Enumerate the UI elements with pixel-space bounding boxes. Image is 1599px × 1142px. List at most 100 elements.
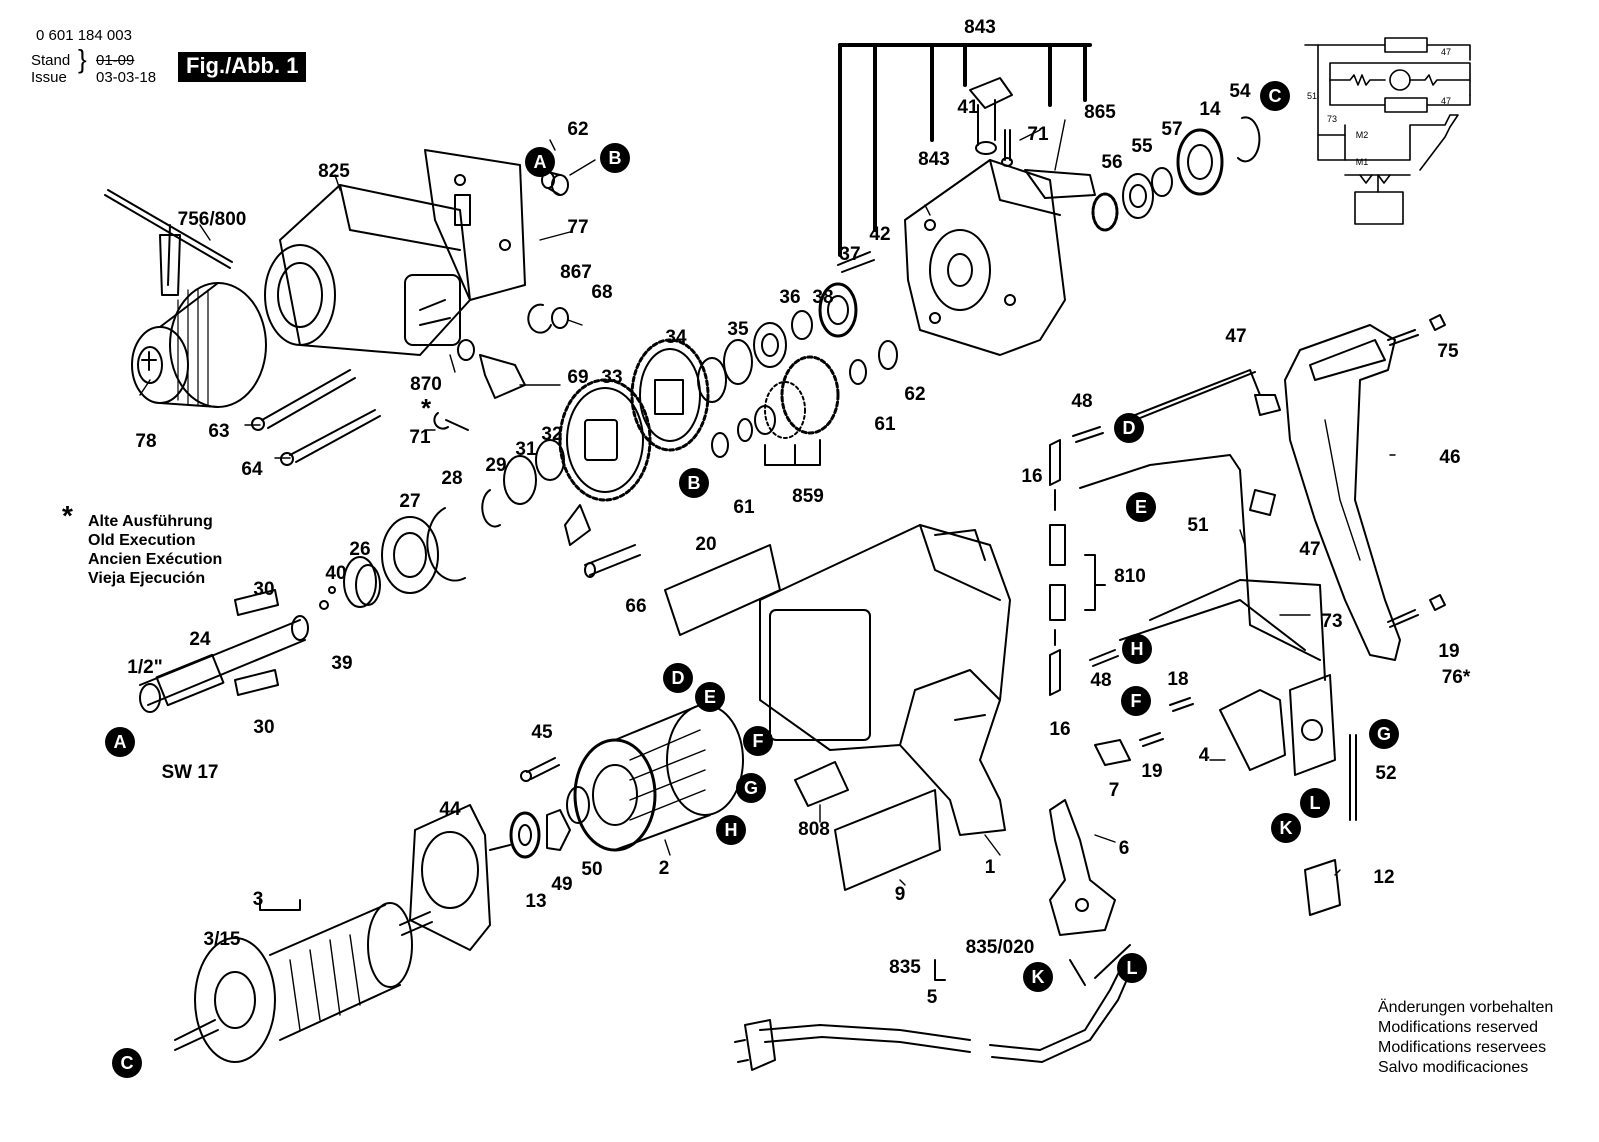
footer-notice: Änderungen vorbehalten Modifications res… (1378, 998, 1553, 1078)
callout-71-left: 71 (409, 427, 431, 448)
small-parts-lower (509, 757, 590, 859)
callout-54: 54 (1229, 81, 1251, 102)
callout-16-bottom: 16 (1049, 719, 1071, 740)
armature (174, 899, 433, 1063)
callout-16-top: 16 (1021, 466, 1043, 487)
callout-41: 41 (957, 97, 979, 118)
callout-61-left: 61 (733, 497, 755, 518)
callout-32: 32 (541, 424, 563, 445)
legend-star-symbol: * (62, 500, 73, 531)
connector-F-stator: F (743, 726, 773, 756)
callout-867: 867 (560, 262, 592, 283)
legend: * Alte Ausführung Old Execution Ancien E… (62, 502, 223, 588)
callout-9: 9 (894, 884, 906, 905)
callout-62-top: 62 (567, 119, 589, 140)
connector-D-stator: D (663, 663, 693, 693)
callout-55: 55 (1131, 136, 1153, 157)
callout-66: 66 (625, 596, 647, 617)
callout-26: 26 (349, 539, 371, 560)
connector-B-gear: B (679, 468, 709, 498)
legend-line-de: Alte Ausführung (88, 513, 213, 530)
fan-baffle (409, 804, 511, 951)
connector-A-spindle: A (105, 727, 135, 757)
callout-39: 39 (331, 653, 353, 674)
callout-3: 3 (252, 889, 264, 910)
issue-label: Issue (31, 69, 67, 86)
connector-E-wiring: E (1126, 492, 1156, 522)
callout-30-bottom: 30 (253, 717, 275, 738)
callout-63: 63 (208, 421, 230, 442)
bearings-rings-middle (343, 439, 565, 608)
callout-33: 33 (601, 367, 623, 388)
circuit-schematic (1304, 37, 1471, 225)
callout-19-bottom: 19 (1141, 761, 1163, 782)
callout-49: 49 (551, 874, 573, 895)
connector-G-stator: G (736, 773, 766, 803)
part-number: 0 601 184 003 (36, 27, 132, 44)
callout-38: 38 (812, 287, 834, 308)
callout-756-800: 756/800 (177, 209, 247, 230)
drill-chuck (104, 189, 267, 408)
callout-808: 808 (798, 819, 830, 840)
connector-F-wiring: F (1121, 686, 1151, 716)
connector-B-top: B (600, 143, 630, 173)
callout-27: 27 (399, 491, 421, 512)
connector-L-switch: L (1300, 788, 1330, 818)
callout-14: 14 (1199, 99, 1221, 120)
stand-label: Stand (31, 52, 71, 69)
group-bracket-843 (838, 43, 1092, 257)
callout-78: 78 (135, 431, 157, 452)
callout-5: 5 (926, 987, 938, 1008)
connector-C-armature: C (112, 1048, 142, 1078)
callout-865: 865 (1084, 102, 1116, 123)
callout-half-inch: 1/2" (127, 657, 163, 678)
callout-35: 35 (727, 319, 749, 340)
callout-68: 68 (591, 282, 613, 303)
leader-lines (139, 119, 1396, 886)
callout-24: 24 (189, 629, 211, 650)
footer-line-es: Salvo modificaciones (1378, 1059, 1529, 1076)
connector-H-stator: H (716, 815, 746, 845)
callout-62-mid: 62 (904, 384, 926, 405)
callout-835-020: 835/020 (965, 937, 1035, 958)
callout-29: 29 (485, 455, 507, 476)
callout-48-top: 48 (1071, 391, 1093, 412)
callout-56: 56 (1101, 152, 1123, 173)
callout-31: 31 (515, 439, 537, 460)
connector-C-top: C (1260, 81, 1290, 111)
callout-61-right: 61 (874, 414, 896, 435)
connector-K-cable: K (1023, 962, 1053, 992)
connector-E-stator: E (695, 682, 725, 712)
callout-47-top: 47 (1225, 326, 1247, 347)
callout-51: 51 (1187, 515, 1209, 536)
connector-K-switch: K (1271, 813, 1301, 843)
callout-73: 73 (1321, 611, 1343, 632)
callout-13: 13 (525, 891, 547, 912)
figure-label: Fig./Abb. 1 (178, 52, 307, 82)
callout-825: 825 (318, 161, 350, 182)
legend-line-fr: Ancien Exécution (88, 551, 223, 568)
callout-859: 859 (792, 486, 824, 507)
callout-3-15: 3/15 (203, 929, 241, 950)
callout-40: 40 (325, 563, 347, 584)
callout-843-mid: 843 (918, 149, 950, 170)
handle-grip (1284, 314, 1446, 661)
callout-75: 75 (1437, 341, 1459, 362)
connector-D-wiring: D (1114, 413, 1144, 443)
callout-870: 870 (410, 374, 442, 395)
gear-housing (264, 149, 526, 356)
callout-45: 45 (531, 722, 553, 743)
circuit-label-m2: M2 (1355, 130, 1369, 140)
motor-housing (664, 524, 1011, 891)
callout-76-star: 76* (1441, 667, 1471, 688)
callout-30-top: 30 (253, 579, 275, 600)
issue-date: 03-03-18 (96, 69, 157, 86)
callout-2: 2 (658, 858, 670, 879)
callout-4: 4 (1198, 745, 1210, 766)
callout-12: 12 (1373, 867, 1395, 888)
callout-47-mid: 47 (1299, 539, 1321, 560)
callout-18: 18 (1167, 669, 1189, 690)
callout-6: 6 (1118, 838, 1130, 859)
legend-line-en: Old Execution (88, 532, 196, 549)
